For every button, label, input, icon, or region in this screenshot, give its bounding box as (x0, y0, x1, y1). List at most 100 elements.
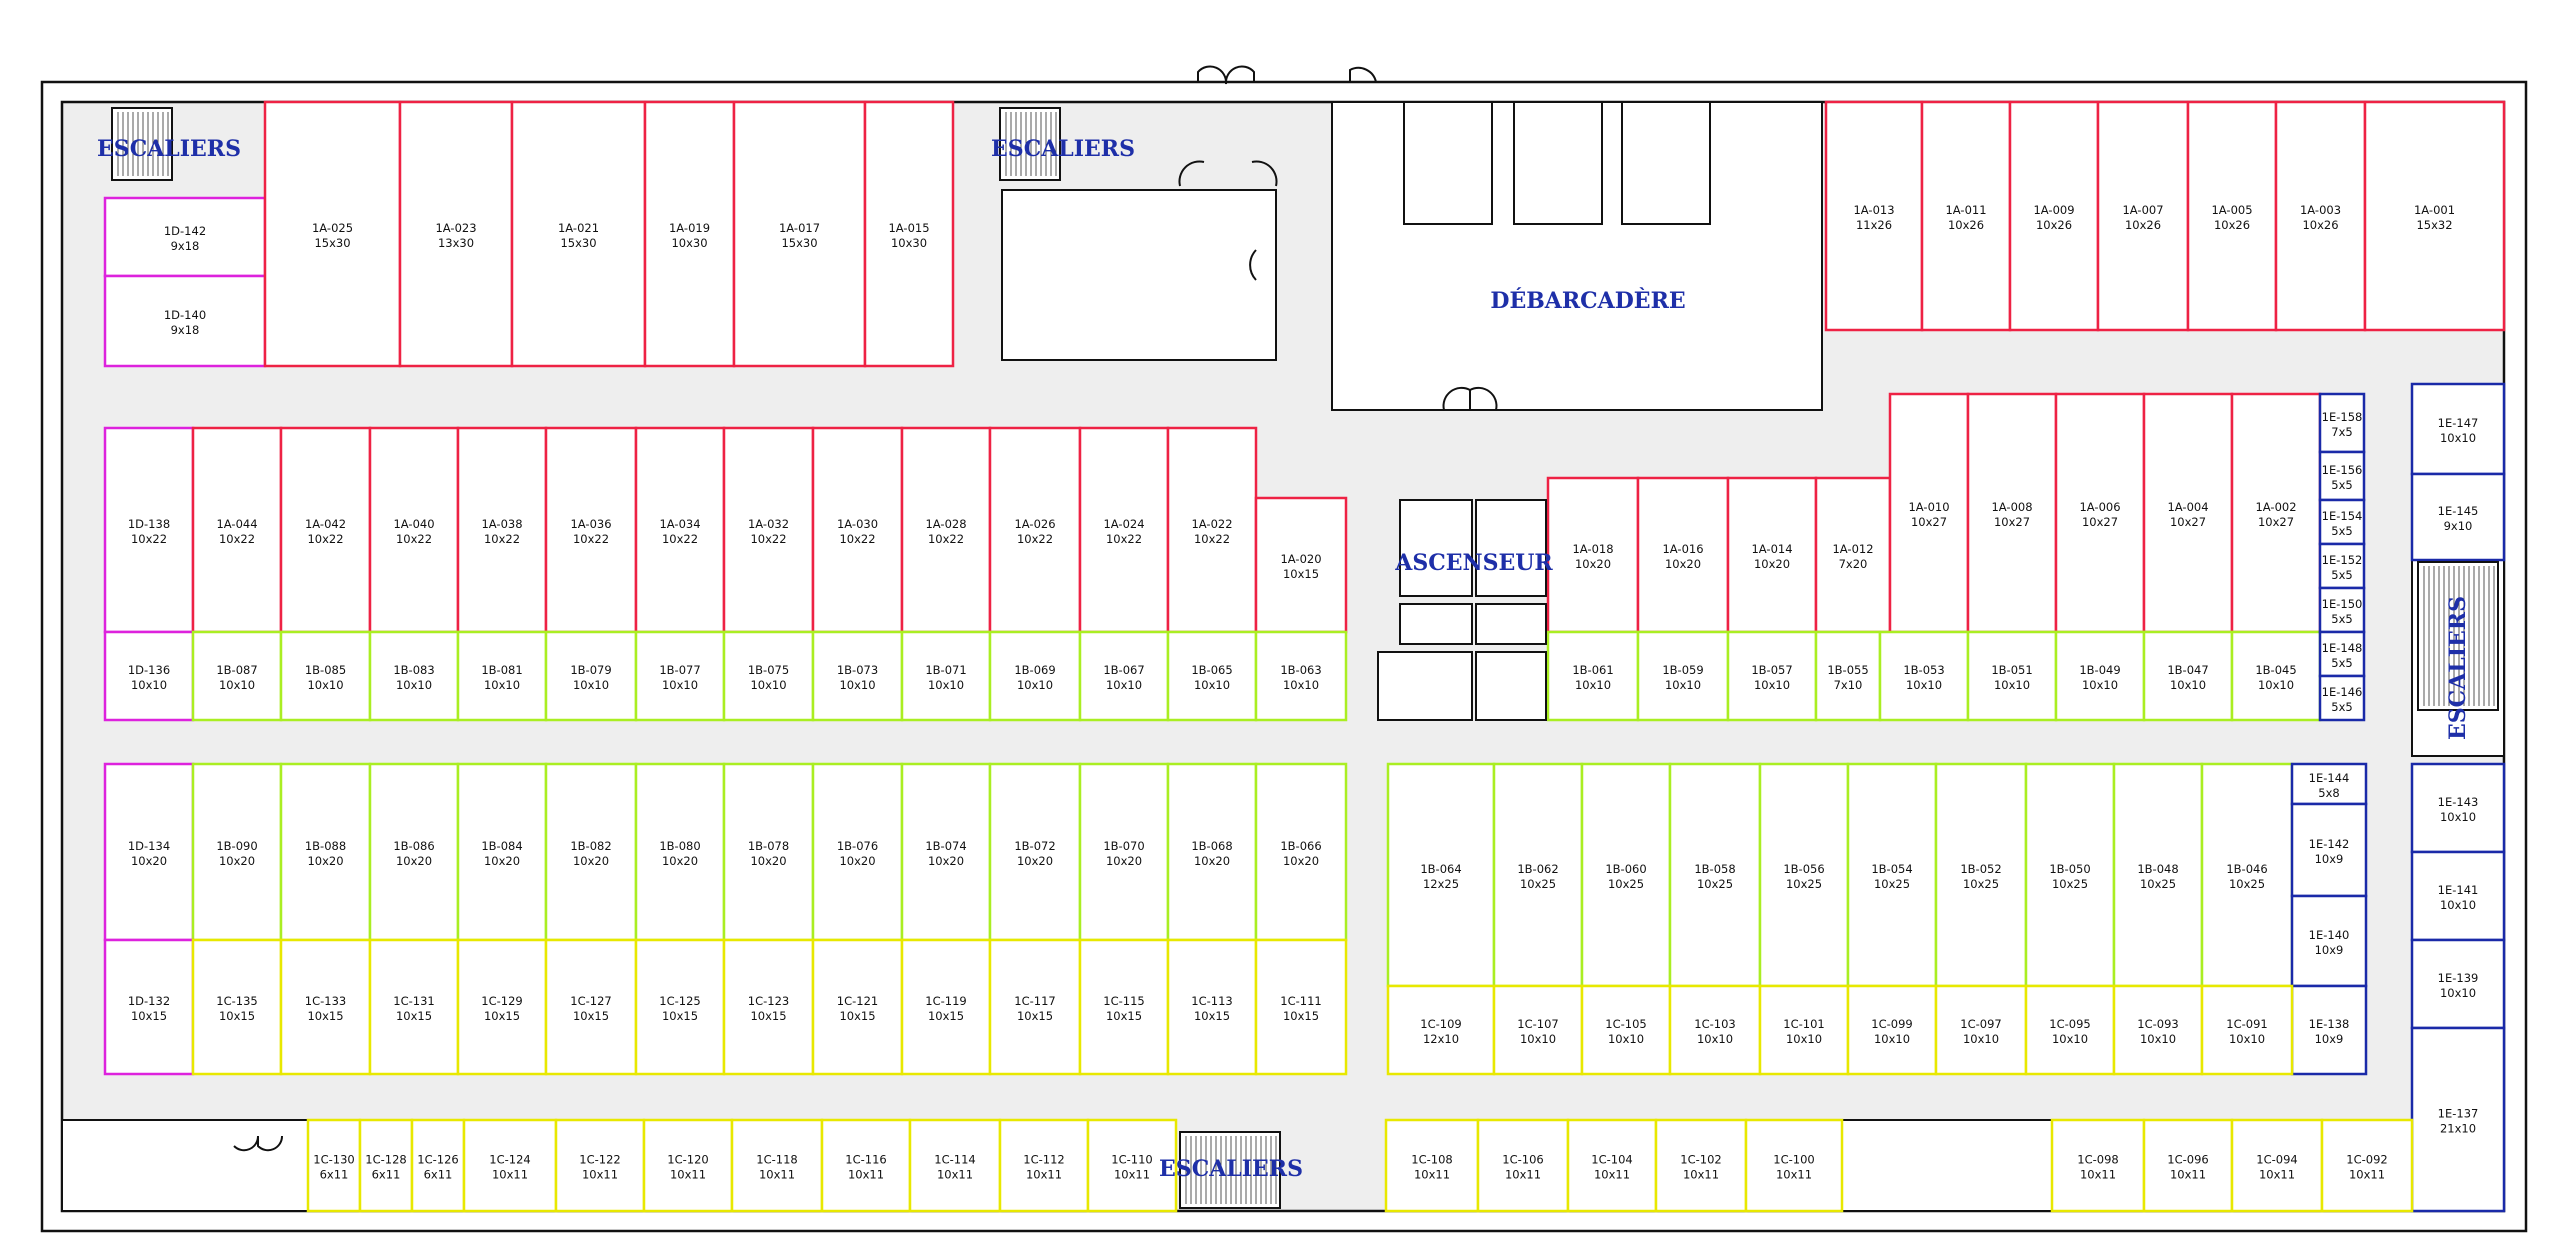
unit-box[interactable] (544, 762, 638, 942)
unit-box[interactable] (2318, 674, 2366, 722)
unit-box[interactable] (634, 426, 726, 634)
unit-box[interactable] (908, 1118, 1002, 1213)
unit-box[interactable] (1166, 938, 1258, 1076)
unit-box[interactable] (510, 100, 647, 368)
unit-box[interactable] (1966, 392, 2058, 634)
unit-box[interactable] (2318, 630, 2366, 678)
unit-box[interactable] (900, 630, 992, 722)
unit-box[interactable] (2200, 984, 2294, 1076)
unit-box[interactable] (2274, 100, 2367, 332)
unit-box[interactable] (456, 938, 548, 1076)
unit-box[interactable] (2230, 392, 2322, 634)
unit-box[interactable] (722, 762, 815, 942)
unit-box[interactable] (1824, 100, 1924, 332)
unit-box[interactable] (1254, 496, 1348, 634)
unit-box[interactable] (368, 762, 460, 942)
unit-box[interactable] (1758, 762, 1850, 988)
unit-box[interactable] (900, 426, 992, 634)
unit-box[interactable] (2230, 1118, 2324, 1213)
unit-box[interactable] (988, 426, 1082, 634)
unit-box[interactable] (2024, 984, 2116, 1076)
unit-box[interactable] (398, 100, 514, 368)
unit-box[interactable] (811, 938, 904, 1076)
unit-box[interactable] (2186, 100, 2278, 332)
unit-box[interactable] (732, 100, 867, 368)
unit-box[interactable] (1254, 938, 1348, 1076)
unit-box[interactable] (1546, 476, 1640, 634)
unit-box[interactable] (1758, 984, 1850, 1076)
unit-box[interactable] (988, 762, 1082, 942)
unit-box[interactable] (1636, 476, 1730, 634)
unit-box[interactable] (2410, 762, 2506, 854)
unit-box[interactable] (103, 274, 267, 368)
unit-box[interactable] (863, 100, 955, 368)
unit-box[interactable] (1386, 762, 1496, 988)
unit-box[interactable] (2318, 586, 2366, 634)
unit-box[interactable] (2320, 1118, 2414, 1213)
unit-box[interactable] (1814, 630, 1882, 722)
unit-box[interactable] (1846, 762, 1938, 988)
unit-box[interactable] (368, 630, 460, 722)
unit-box[interactable] (722, 938, 815, 1076)
unit-box[interactable] (730, 1118, 824, 1213)
unit-box[interactable] (1492, 984, 1584, 1076)
unit-box[interactable] (2050, 1118, 2146, 1213)
